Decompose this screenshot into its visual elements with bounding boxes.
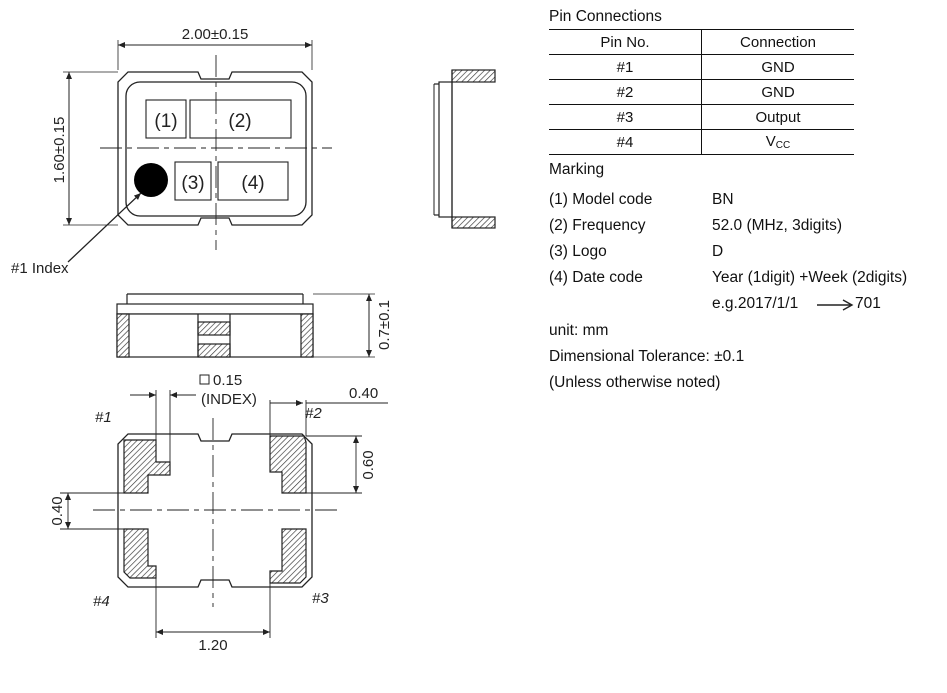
marking-4-label: (4) xyxy=(241,173,264,194)
index-callout-arrow xyxy=(67,192,142,263)
marking-value: 52.0 (MHz, 3digits) xyxy=(712,217,843,234)
pad-gap-label: 0.40 xyxy=(349,385,378,402)
pin-cell: #4 xyxy=(549,129,702,155)
vcc-main: V xyxy=(765,133,776,150)
pin-cell: #2 xyxy=(549,79,702,105)
top-view xyxy=(63,40,332,250)
marking-label: (3) Logo xyxy=(549,243,607,260)
bottom-dimension-lines xyxy=(60,374,388,638)
header-connection: Connection xyxy=(701,29,854,55)
marking-1-label: (1) xyxy=(154,111,177,132)
table-row: #4 VCC xyxy=(549,129,854,155)
marking-label: (4) Date code xyxy=(549,269,643,286)
index-callout-label: #1 Index xyxy=(11,260,69,277)
connection-cell: VCC xyxy=(701,129,854,155)
bottom-view xyxy=(93,418,337,607)
table-row: #3 Output xyxy=(549,104,854,130)
pin-connections-table: Pin No. Connection #1 GND #2 GND #3 Outp… xyxy=(549,29,854,155)
pin1-index-dot xyxy=(134,163,168,197)
marking-value: D xyxy=(712,243,724,260)
example-result: 701 xyxy=(855,295,881,312)
pin-cell: #1 xyxy=(549,54,702,80)
marking-title: Marking xyxy=(549,161,605,178)
tolerance-note: Dimensional Tolerance: ±0.1 xyxy=(549,348,745,365)
header-pin-no: Pin No. xyxy=(549,29,702,55)
connection-cell: GND xyxy=(701,79,854,105)
marking-3-label: (3) xyxy=(181,173,204,194)
pad-pitch-label: 1.20 xyxy=(198,637,227,654)
pin2-label: #2 xyxy=(305,405,322,422)
side-view-front xyxy=(116,293,375,358)
example-prefix: e.g.2017/1/1 xyxy=(712,295,799,312)
pad-height-label: 0.60 xyxy=(360,450,377,479)
unit-note: unit: mm xyxy=(549,322,609,339)
marking-value: Year (1digit) +Week (2digits) xyxy=(712,269,908,286)
example-arrow-icon xyxy=(817,299,854,311)
unless-note: (Unless otherwise noted) xyxy=(549,374,721,391)
connection-cell: GND xyxy=(701,54,854,80)
pad-flatness-label: 0.15 xyxy=(213,372,242,389)
pin1-label: #1 xyxy=(95,409,112,426)
connection-cell: Output xyxy=(701,104,854,130)
vcc-subscript: CC xyxy=(775,140,791,151)
pin4-label: #4 xyxy=(93,593,110,610)
width-dimension-label: 2.00±0.15 xyxy=(182,26,249,43)
table-row: #1 GND xyxy=(549,54,854,80)
pin-cell: #3 xyxy=(549,104,702,130)
table-header-row: Pin No. Connection xyxy=(549,29,854,55)
side-view-right xyxy=(433,69,496,229)
pin3-label: #3 xyxy=(312,590,329,607)
height-dimension-label: 0.7±0.1 xyxy=(376,300,393,350)
marking-value: BN xyxy=(712,191,734,208)
pin-connections-title: Pin Connections xyxy=(549,8,662,25)
bottom-pads xyxy=(123,435,307,584)
length-dimension-label: 1.60±0.15 xyxy=(51,117,68,184)
marking-label: (1) Model code xyxy=(549,191,653,208)
marking-label: (2) Frequency xyxy=(549,217,646,234)
index-label: (INDEX) xyxy=(201,391,257,408)
marking-2-label: (2) xyxy=(228,111,251,132)
pad-side-label: 0.40 xyxy=(49,496,66,525)
table-row: #2 GND xyxy=(549,79,854,105)
